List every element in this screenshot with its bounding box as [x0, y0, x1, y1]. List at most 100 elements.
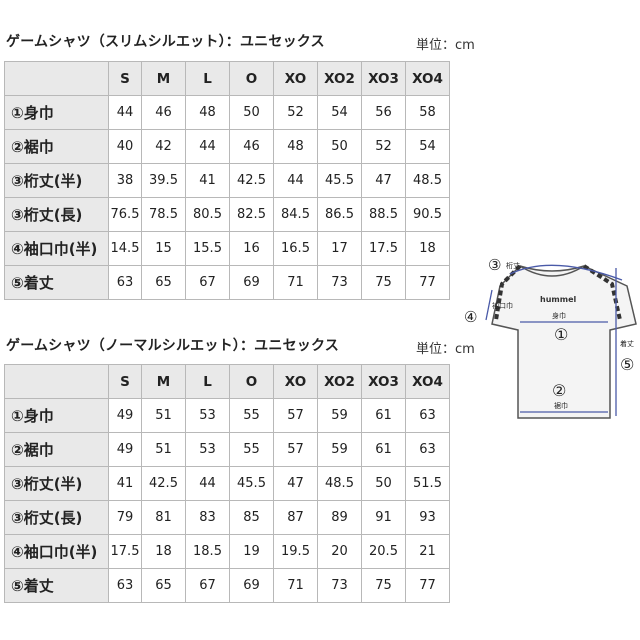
shirt-icon: [491, 264, 637, 419]
table-cell: 89: [317, 500, 362, 535]
logo-text: hummel: [540, 295, 576, 304]
table2-unit: 単位：cm: [416, 342, 475, 357]
table-cell: 78.5: [141, 197, 186, 232]
table-cell: 55: [229, 432, 274, 467]
table-cell: 82.5: [229, 197, 274, 232]
table-cell: 58: [405, 95, 450, 130]
marker-5: ⑤: [620, 355, 634, 374]
table-cell: 41: [185, 163, 230, 198]
table-cell: 53: [185, 432, 230, 467]
table-cell: 79: [108, 500, 142, 535]
table-cell: 48: [185, 95, 230, 130]
table-cell: 18: [405, 231, 450, 266]
column-header: S: [108, 364, 142, 399]
table-cell: 57: [273, 398, 318, 433]
row-label: ①身巾: [4, 398, 109, 433]
table-cell: 77: [405, 568, 450, 603]
table-cell: 88.5: [361, 197, 406, 232]
table-cell: 80.5: [185, 197, 230, 232]
table-cell: 48.5: [317, 466, 362, 501]
row-label: ③桁丈(長): [4, 500, 109, 535]
table-cell: 81: [141, 500, 186, 535]
table-cell: 87: [273, 500, 318, 535]
table-cell: 50: [361, 466, 406, 501]
table-cell: 44: [108, 95, 142, 130]
table-cell: 69: [229, 568, 274, 603]
row-label: ④袖口巾(半): [4, 231, 109, 266]
column-header: XO: [273, 61, 318, 96]
column-header: XO: [273, 364, 318, 399]
table-cell: 50: [229, 95, 274, 130]
row-label: ①身巾: [4, 95, 109, 130]
corner-cell: [4, 364, 109, 399]
column-header: M: [141, 61, 186, 96]
column-header: XO4: [405, 364, 450, 399]
table-cell: 17.5: [361, 231, 406, 266]
row-label: ③桁丈(半): [4, 466, 109, 501]
table1-title: ゲームシャツ（スリムシルエット）：ユニセックス: [6, 34, 325, 50]
table-cell: 45.5: [229, 466, 274, 501]
column-header: XO3: [361, 61, 406, 96]
table-cell: 75: [361, 568, 406, 603]
table-cell: 63: [405, 432, 450, 467]
table-cell: 41: [108, 466, 142, 501]
table2-title: ゲームシャツ（ノーマルシルエット）：ユニセックス: [6, 338, 339, 354]
label-sleeve-length: 桁丈: [506, 261, 520, 270]
table-cell: 69: [229, 265, 274, 300]
row-label: ③桁丈(長): [4, 197, 109, 232]
table-cell: 59: [317, 398, 362, 433]
table-cell: 49: [108, 398, 142, 433]
table-cell: 52: [361, 129, 406, 164]
table-cell: 51: [141, 398, 186, 433]
table-cell: 65: [141, 265, 186, 300]
table-cell: 59: [317, 432, 362, 467]
column-header: O: [229, 61, 274, 96]
table-cell: 46: [229, 129, 274, 164]
table-cell: 90.5: [405, 197, 450, 232]
table-cell: 51.5: [405, 466, 450, 501]
table-cell: 93: [405, 500, 450, 535]
table-cell: 16: [229, 231, 274, 266]
table-cell: 77: [405, 265, 450, 300]
table-cell: 48.5: [405, 163, 450, 198]
table-cell: 63: [405, 398, 450, 433]
label-body-width: 身巾: [552, 311, 566, 320]
table-cell: 67: [185, 265, 230, 300]
table-cell: 56: [361, 95, 406, 130]
table-cell: 54: [317, 95, 362, 130]
row-label: ④袖口巾(半): [4, 534, 109, 569]
table-cell: 18.5: [185, 534, 230, 569]
table-cell: 47: [273, 466, 318, 501]
row-label: ⑤着丈: [4, 265, 109, 300]
row-label: ③桁丈(半): [4, 163, 109, 198]
table-cell: 46: [141, 95, 186, 130]
column-header: XO4: [405, 61, 450, 96]
table-cell: 42.5: [141, 466, 186, 501]
table-cell: 14.5: [108, 231, 142, 266]
table-cell: 84.5: [273, 197, 318, 232]
table-cell: 63: [108, 265, 142, 300]
table-cell: 65: [141, 568, 186, 603]
label-length: 着丈: [620, 339, 634, 348]
column-header: L: [185, 61, 230, 96]
label-hem-width: 裾巾: [554, 401, 568, 410]
table-cell: 20.5: [361, 534, 406, 569]
table-cell: 45.5: [317, 163, 362, 198]
marker-2: ②: [552, 381, 566, 400]
table-cell: 55: [229, 398, 274, 433]
column-header: M: [141, 364, 186, 399]
marker-1: ①: [554, 325, 568, 344]
label-cuff: 袖口巾: [492, 301, 513, 310]
table-cell: 51: [141, 432, 186, 467]
table-cell: 44: [185, 129, 230, 164]
